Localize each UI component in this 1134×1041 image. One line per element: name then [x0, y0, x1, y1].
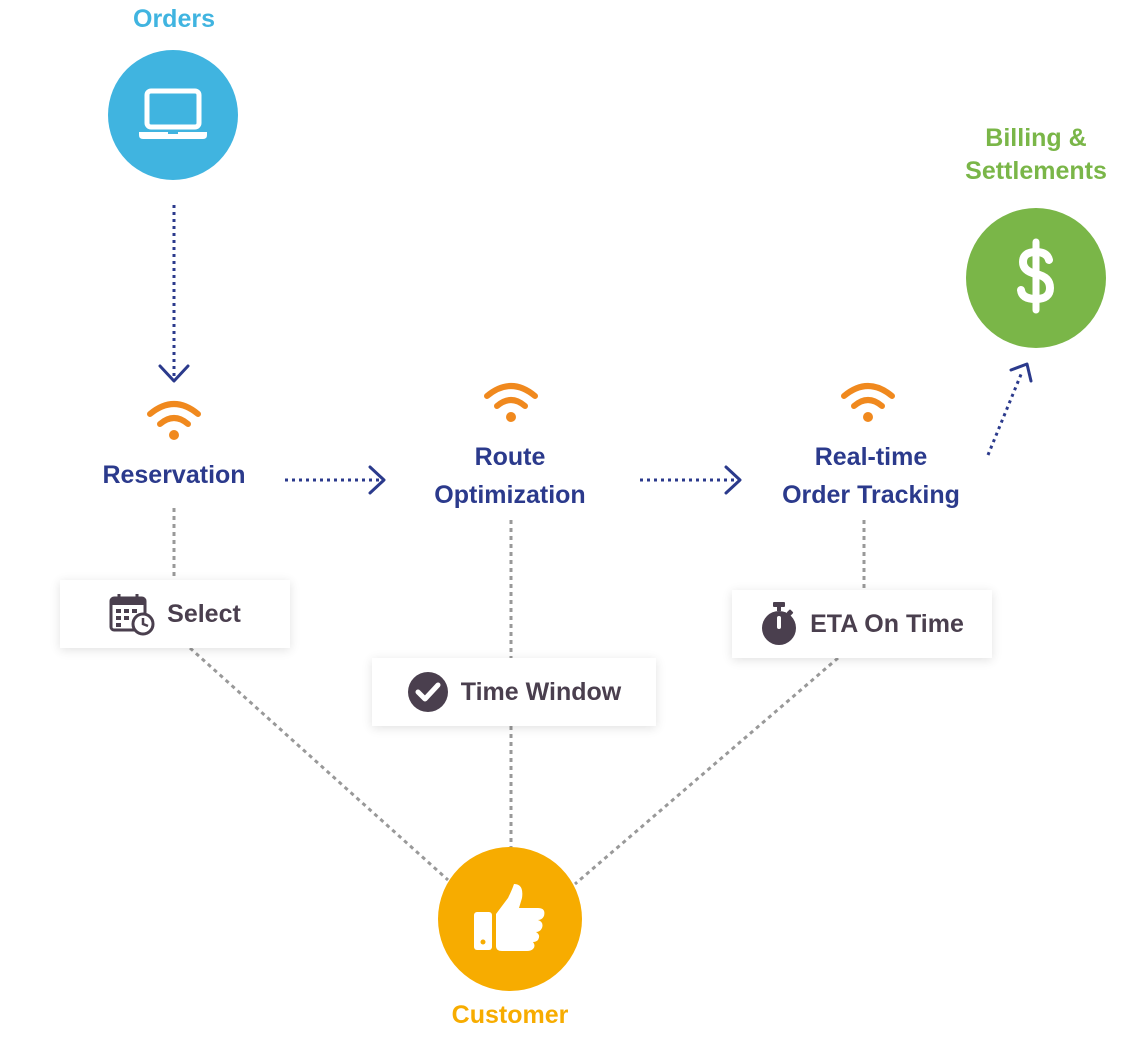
- tracking-to-billing-arrow: [986, 371, 1024, 456]
- billing-node: [966, 208, 1106, 348]
- stopwatch-icon: [762, 602, 797, 645]
- orders-label: Orders: [133, 5, 215, 33]
- route-arrow-head: [724, 465, 742, 495]
- calendar-clock-icon: [109, 594, 155, 636]
- time-window-card-label: Time Window: [460, 677, 622, 706]
- select-card-label: Select: [167, 599, 241, 628]
- select-card: Select: [60, 580, 290, 648]
- route-wifi-icon: [484, 383, 538, 422]
- reservation-wifi-icon: [147, 401, 201, 440]
- laptop-icon: [139, 88, 207, 139]
- reservation-arrow-head: [368, 465, 386, 495]
- tracking-label-line2: Order Tracking: [782, 481, 960, 509]
- orders-node: [108, 50, 238, 180]
- time-window-card: Time Window: [372, 658, 656, 726]
- eta-card-label: ETA On Time: [810, 609, 964, 638]
- customer-node: [438, 847, 582, 991]
- tracking-wifi-icon: [841, 383, 895, 422]
- reservation-label: Reservation: [102, 461, 246, 489]
- check-circle-icon: [407, 672, 448, 712]
- thumbs-up-icon: [474, 884, 545, 951]
- select-to-customer-line: [188, 646, 450, 882]
- orders-arrow-head: [158, 364, 190, 383]
- eta-card: ETA On Time: [732, 590, 992, 658]
- route-label-line2: Optimization: [434, 481, 586, 509]
- billing-label-line2: Settlements: [965, 157, 1107, 185]
- customer-label: Customer: [451, 1001, 569, 1029]
- eta-to-customer-line: [574, 656, 839, 886]
- tracking-label-line1: Real-time: [814, 443, 928, 471]
- dollar-icon: [1017, 238, 1055, 314]
- route-label-line1: Route: [474, 443, 546, 471]
- billing-label-line1: Billing &: [985, 124, 1087, 152]
- billing-arrow-head: [1009, 362, 1033, 383]
